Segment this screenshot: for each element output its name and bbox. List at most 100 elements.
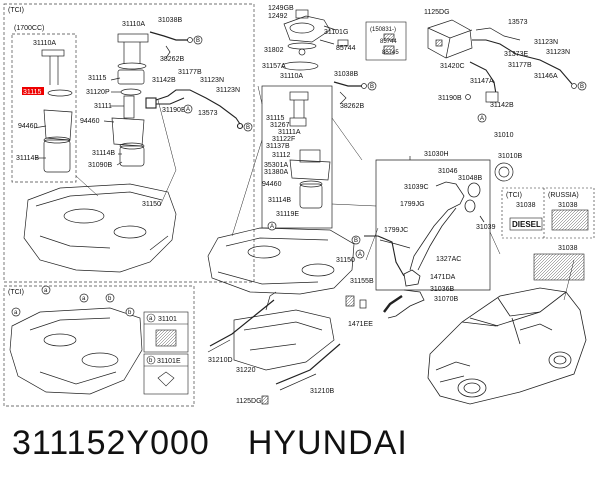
part-31190B-b[interactable]: 31190B: [438, 95, 462, 102]
part-38262B-b[interactable]: 38262B: [340, 103, 364, 110]
part-31048B[interactable]: 31048B: [458, 175, 482, 182]
label-tci-bottom: (TCI): [8, 289, 24, 296]
label-tci-frame: (TCI): [8, 7, 24, 14]
part-31267[interactable]: 31267: [270, 122, 290, 129]
part-1249GB[interactable]: 1249GB: [268, 5, 294, 12]
part-1799JC[interactable]: 1799JC: [384, 227, 408, 234]
part-31038-c[interactable]: 31038: [558, 245, 578, 252]
part-12492[interactable]: 12492: [268, 13, 288, 20]
leader-lines-left: [75, 99, 177, 207]
part-31010B[interactable]: 31010B: [498, 153, 522, 160]
part-31157A[interactable]: 31157A: [262, 63, 286, 70]
part-31177B-a[interactable]: 31177B: [178, 69, 202, 76]
part-number: 311152Y000: [12, 424, 210, 462]
part-31039[interactable]: 31039: [476, 224, 496, 231]
part-31038-b[interactable]: 31038: [558, 202, 578, 209]
frame-labels-tci-russia: [501, 187, 595, 281]
part-31147A[interactable]: 31147A: [470, 78, 494, 85]
part-31220[interactable]: 31220: [236, 367, 256, 374]
canister-assembly: [427, 19, 577, 103]
part-31142B-b[interactable]: 31142B: [490, 102, 514, 109]
marker-B-1: B: [196, 38, 200, 44]
part-13573-a[interactable]: 13573: [198, 110, 218, 117]
marker-a-box: a: [149, 316, 153, 322]
part-1799JG[interactable]: 1799JG: [400, 201, 425, 208]
frame-tci-bottom: [3, 285, 195, 407]
part-31150-b[interactable]: 31150: [336, 257, 355, 264]
part-85744-a[interactable]: 85744: [336, 45, 356, 52]
part-31114B-a[interactable]: 31114B: [16, 155, 39, 162]
part-31137B[interactable]: 31137B: [266, 143, 290, 150]
part-31115-c[interactable]: 31115: [266, 115, 285, 122]
part-31420C[interactable]: 31420C: [440, 63, 465, 70]
circle-markers-tank-center: [267, 221, 277, 231]
part-31115-highlighted[interactable]: 31115: [23, 89, 42, 96]
marker-B-2: B: [246, 125, 250, 131]
part-31123N-b[interactable]: 31123N: [216, 87, 240, 94]
part-31038B-b[interactable]: 31038B: [334, 71, 358, 78]
circle-markers-right: [477, 81, 587, 123]
part-31036B[interactable]: 31036B: [430, 286, 454, 293]
marker-A-2: A: [480, 116, 484, 122]
part-31038-a[interactable]: 31038: [516, 202, 536, 209]
part-31114B-c[interactable]: 31114B: [268, 197, 291, 204]
part-31123N-d[interactable]: 31123N: [546, 49, 570, 56]
part-31150-a[interactable]: 31150: [142, 201, 161, 208]
part-31120P[interactable]: 31120P: [86, 89, 110, 96]
part-31177B-b[interactable]: 31177B: [508, 62, 532, 69]
part-31010[interactable]: 31010: [494, 132, 514, 139]
part-31146A[interactable]: 31146A: [534, 73, 558, 80]
brand-name: HYUNDAI: [247, 424, 408, 462]
part-35301A[interactable]: 35301A: [264, 162, 288, 169]
part-31190B-a[interactable]: 31190B: [162, 107, 186, 114]
part-31119E[interactable]: 31119E: [276, 211, 299, 218]
part-38262B-a[interactable]: 38262B: [160, 56, 184, 63]
part-13573-b[interactable]: 13573: [508, 19, 528, 26]
small-fittings-center: [345, 295, 367, 309]
part-31155B[interactable]: 31155B: [350, 278, 374, 285]
part-31210D[interactable]: 31210D: [208, 357, 233, 364]
fuel-pump-module-small: [33, 49, 73, 173]
part-1125DG-a[interactable]: 1125DG: [424, 9, 450, 16]
part-1327AC[interactable]: 1327AC: [436, 256, 461, 263]
part-31039C[interactable]: 31039C: [404, 184, 429, 191]
part-31380A[interactable]: 31380A: [264, 169, 288, 176]
part-1471DA[interactable]: 1471DA: [430, 274, 456, 281]
part-31101[interactable]: 31101: [158, 316, 177, 323]
fuel-lines-left: [145, 89, 244, 130]
part-31112[interactable]: 31112: [272, 152, 291, 159]
part-94460-c[interactable]: 94460: [262, 181, 282, 188]
part-31101E[interactable]: 31101E: [157, 358, 181, 365]
part-31122F[interactable]: 31122F: [272, 136, 295, 143]
part-31111A[interactable]: 31111A: [278, 129, 301, 136]
part-94460-b[interactable]: 94460: [80, 118, 100, 125]
circle-markers-center: [367, 81, 377, 91]
part-31110A-a[interactable]: 31110A: [33, 40, 56, 47]
frame-filler-neck: [375, 156, 491, 291]
part-31030H[interactable]: 31030H: [424, 151, 449, 158]
part-31110A-c[interactable]: 31110A: [280, 73, 303, 80]
part-31101G[interactable]: 31101G: [324, 29, 348, 36]
part-94460-a[interactable]: 94460: [18, 123, 38, 130]
part-31115-b[interactable]: 31115: [88, 75, 107, 82]
part-31046[interactable]: 31046: [438, 168, 458, 175]
part-85744-b[interactable]: 85744: [380, 39, 397, 45]
circle-markers-a: [11, 285, 135, 317]
part-31070B[interactable]: 31070B: [434, 296, 458, 303]
fuel-tank-center: [207, 227, 355, 295]
part-31802[interactable]: 31802: [264, 47, 284, 54]
part-31110A-b[interactable]: 31110A: [122, 21, 145, 28]
part-31123N-a[interactable]: 31123N: [200, 77, 224, 84]
part-31090B[interactable]: 31090B: [88, 162, 112, 169]
part-1125DG-b[interactable]: 1125DG: [236, 398, 262, 405]
part-31114B-b[interactable]: 31114B: [92, 150, 115, 157]
label-russia: (RUSSIA): [548, 192, 579, 199]
part-31123N-c[interactable]: 31123N: [534, 39, 558, 46]
part-31038B-a[interactable]: 31038B: [158, 17, 182, 24]
part-31111-a[interactable]: 31111: [94, 103, 112, 110]
part-1471EE[interactable]: 1471EE: [348, 321, 373, 328]
part-31210B[interactable]: 31210B: [310, 388, 334, 395]
marker-a-2: a: [82, 296, 86, 302]
part-31142B-a[interactable]: 31142B: [152, 77, 176, 84]
